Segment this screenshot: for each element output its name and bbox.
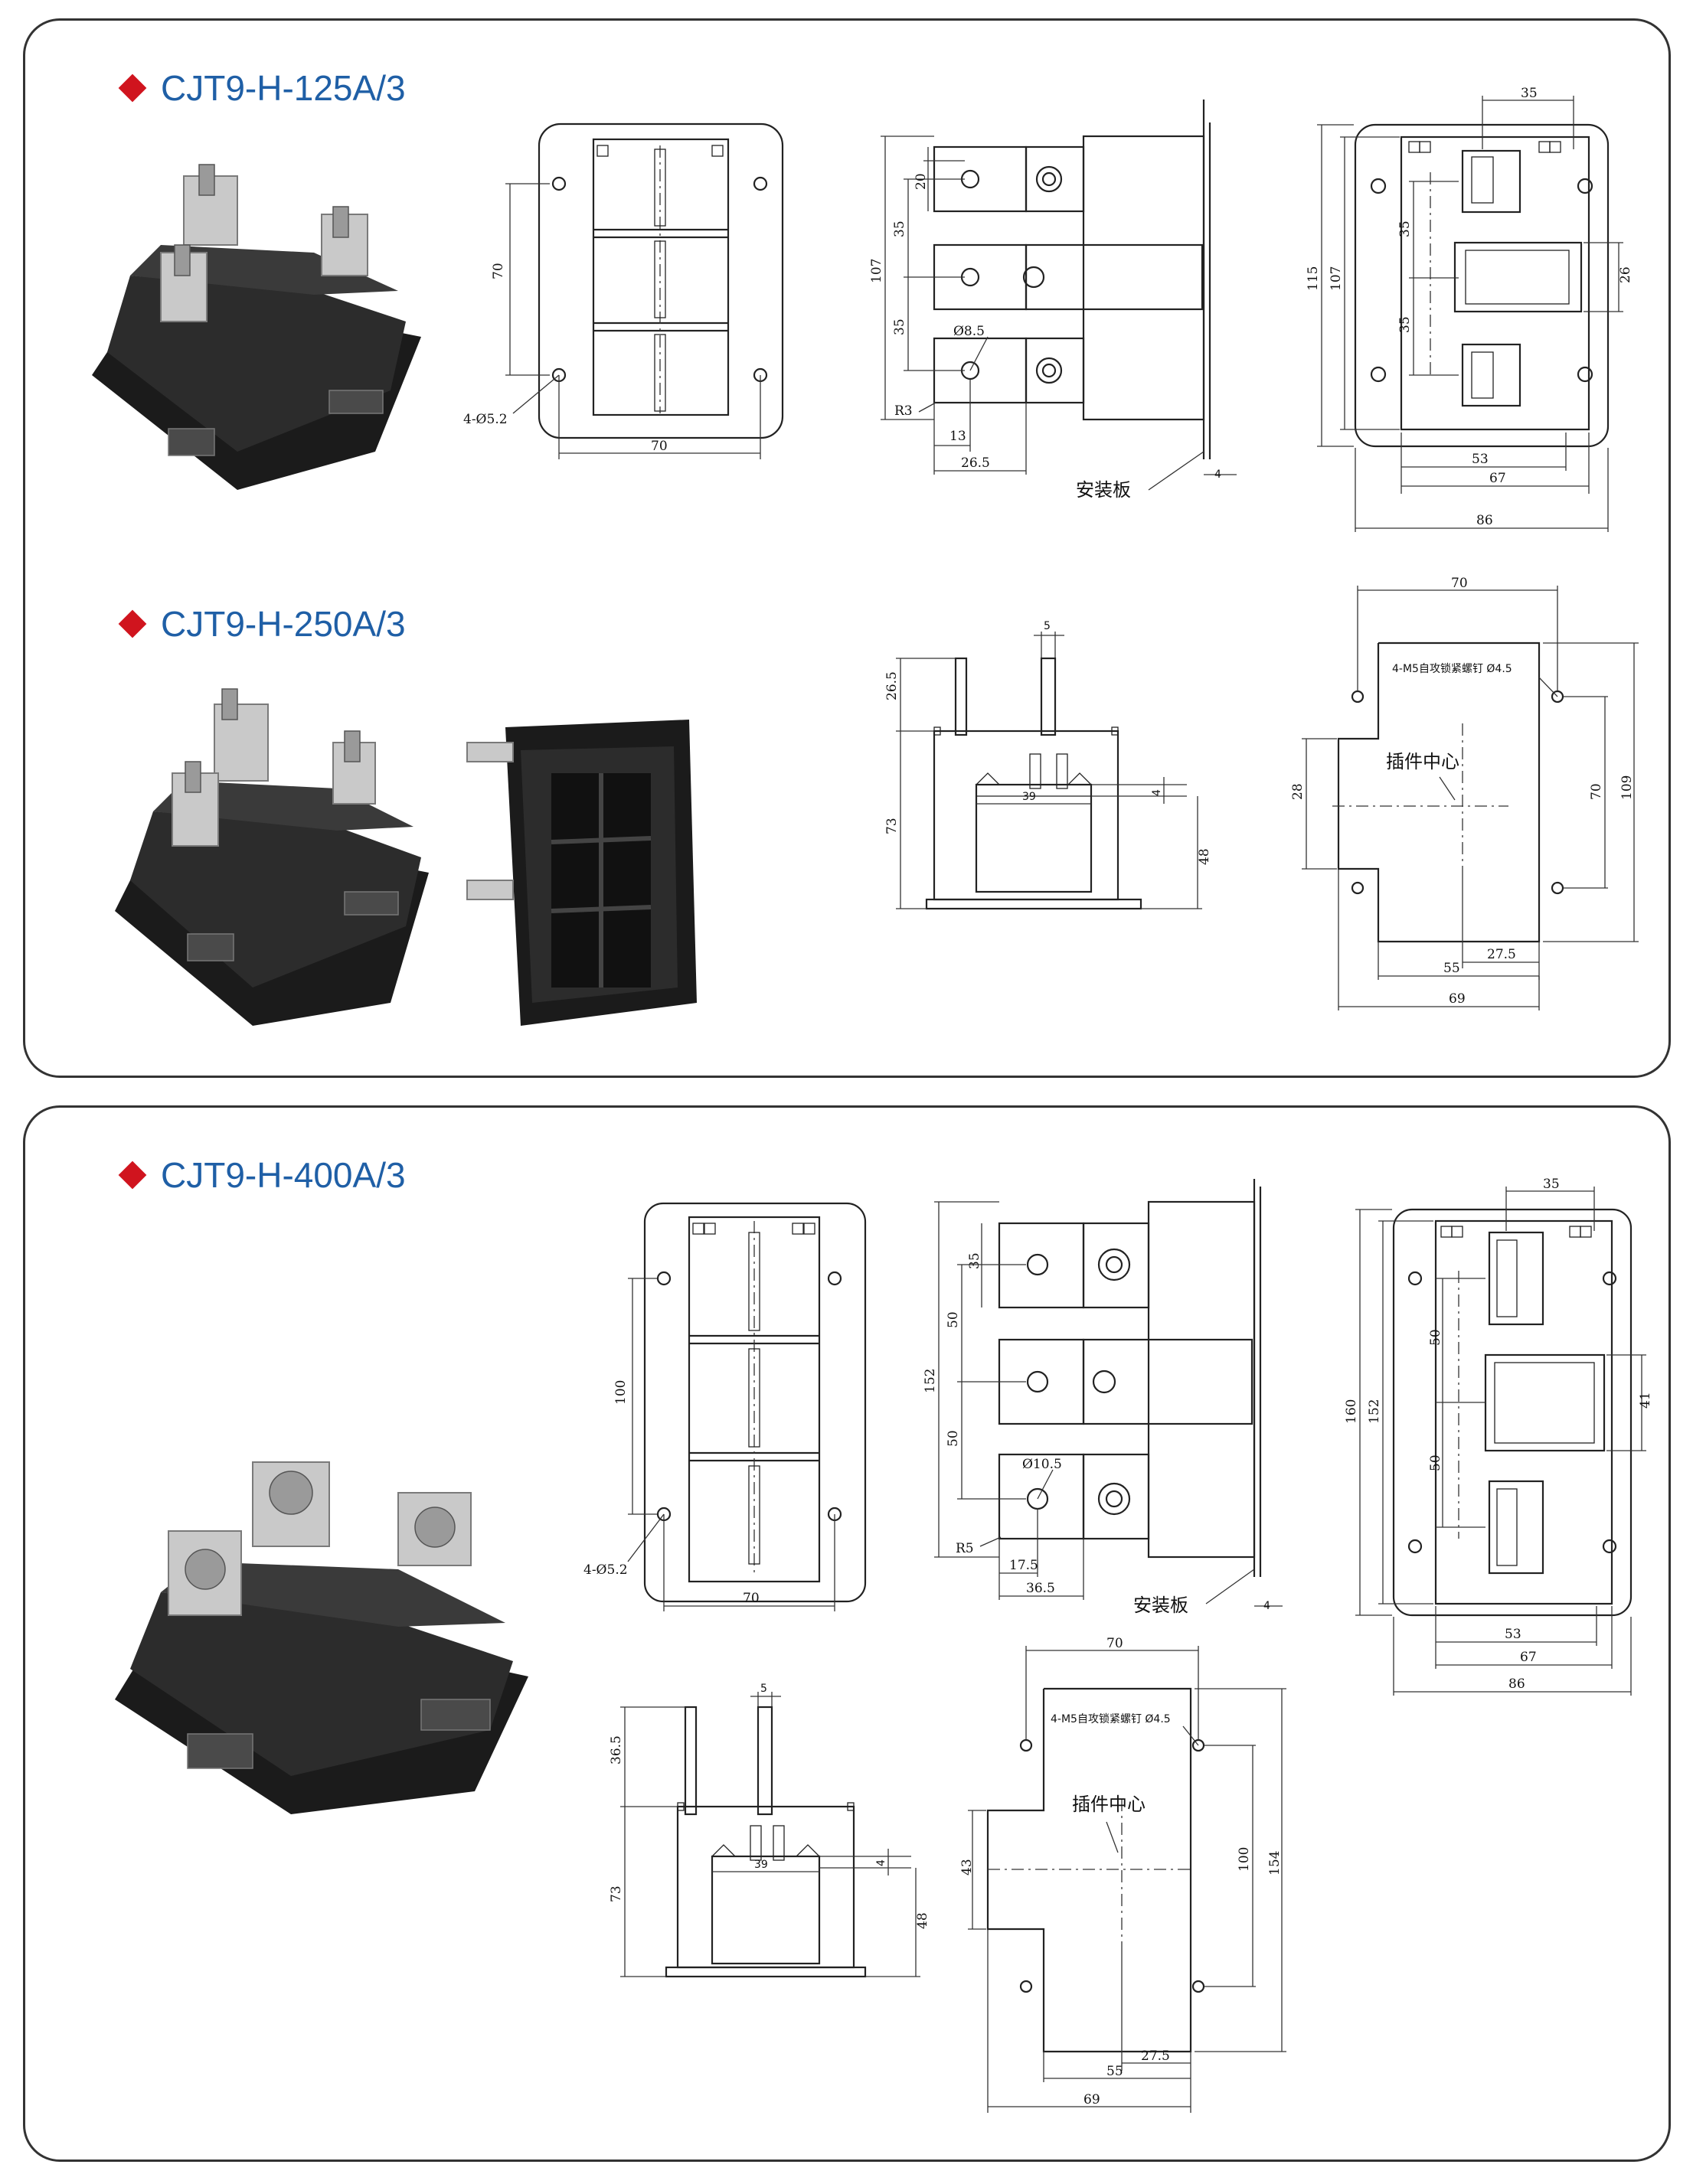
- dim-w2: 69: [1449, 991, 1466, 1007]
- dim-holes: 4-Ø5.2: [583, 1562, 628, 1578]
- diamond-icon: [118, 73, 147, 103]
- dim-pitch1: 35: [892, 220, 907, 237]
- dim-pitch: 100: [1237, 1847, 1252, 1872]
- diamond-icon: [118, 1161, 147, 1190]
- dim-slot: 26: [1618, 266, 1633, 283]
- dim-w1: 55: [1106, 2064, 1123, 2079]
- dim-w2: 67: [1520, 1650, 1537, 1665]
- dim-gap: 4: [1151, 789, 1163, 796]
- dim-width: 70: [1106, 1636, 1123, 1651]
- dim-pitch: 70: [1589, 783, 1604, 800]
- dim-total: 152: [923, 1369, 938, 1393]
- screw-callout: 4-M5自攻锁紧螺钉 Ø4.5: [1051, 1713, 1171, 1725]
- dim-pitch1: 35: [1397, 220, 1413, 237]
- center-label: 插件中心: [1072, 1794, 1146, 1815]
- dim-holes: 4-Ø5.2: [463, 412, 508, 427]
- dim-hole: Ø10.5: [1022, 1457, 1062, 1472]
- dim-pitch2: 35: [1397, 316, 1413, 333]
- product-title-250: CJT9-H-250A/3: [118, 603, 406, 645]
- drawing-250-cutout: 70 4-M5自攻锁紧螺钉 Ø4.5 插件中心 28 70 109 27.5 5…: [1290, 576, 1639, 1010]
- dim-w1: 53: [1505, 1627, 1521, 1642]
- product-title-text: CJT9-H-250A/3: [161, 604, 406, 644]
- dim-gap: 4: [875, 1859, 887, 1866]
- dim-offset2: 36.5: [1026, 1581, 1055, 1596]
- dim-pitch2: 35: [892, 318, 907, 335]
- drawing-125-front-view: 70 70 4-Ø5.2: [463, 122, 784, 459]
- diamond-icon: [118, 609, 147, 638]
- dim-radius: R3: [894, 403, 913, 419]
- dim-inner: 39: [1022, 791, 1036, 803]
- dim-top: 20: [914, 173, 929, 190]
- plate-label: 安装板: [1076, 479, 1131, 501]
- cutout-outline: [1337, 641, 1541, 943]
- dim-width: 5: [1044, 620, 1051, 632]
- product-title-text: CJT9-H-125A/3: [161, 68, 406, 108]
- screw-callout: 4-M5自攻锁紧螺钉 Ø4.5: [1392, 663, 1512, 675]
- dim-top: 35: [1521, 86, 1538, 101]
- product-title-125: CJT9-H-125A/3: [118, 67, 406, 109]
- dim-w2: 69: [1083, 2092, 1100, 2107]
- dim-offset: 27.5: [1141, 2049, 1170, 2064]
- drawing-125-side-view: 107 35 35 20 13 26.5 Ø8.5 R3 安装板 4: [869, 100, 1237, 501]
- dim-width: 70: [651, 439, 668, 454]
- drawing-125-rear-view: 35 115 107 35 26 35 53 67 86: [1306, 86, 1633, 532]
- drawing-400-socket-side: 5 36.5 73 39 4 48: [609, 1683, 930, 1978]
- dim-height: 70: [491, 263, 506, 279]
- dim-width: 5: [760, 1683, 767, 1695]
- dim-top: 26.5: [884, 671, 900, 700]
- dim-body: 73: [609, 1885, 624, 1902]
- dim-height: 109: [1619, 775, 1635, 800]
- dim-offset1: 13: [949, 429, 966, 444]
- dim-height: 154: [1267, 1851, 1283, 1875]
- dim-radius: R5: [956, 1541, 974, 1556]
- dim-inner: 152: [1367, 1399, 1382, 1424]
- dim-top: 35: [967, 1252, 982, 1269]
- socket-photo-250: [466, 720, 697, 1026]
- dim-body: 73: [884, 818, 900, 834]
- dim-offset2: 26.5: [961, 455, 990, 471]
- dim-top: 35: [1543, 1177, 1560, 1192]
- dim-w1: 53: [1472, 452, 1489, 467]
- product-photo-125: [92, 164, 421, 490]
- dim-inner: 39: [754, 1859, 768, 1871]
- dim-offset1: 17.5: [1009, 1558, 1038, 1573]
- dim-pitch1: 50: [1428, 1329, 1443, 1346]
- dim-pitch2: 50: [946, 1430, 961, 1447]
- center-label: 插件中心: [1386, 751, 1459, 772]
- plate-thickness: 4: [1263, 1600, 1270, 1612]
- product-title-text: CJT9-H-400A/3: [161, 1155, 406, 1195]
- dim-total: 107: [869, 259, 884, 283]
- dim-base: 48: [1197, 848, 1212, 865]
- dim-slot: 41: [1638, 1392, 1653, 1409]
- dim-w1: 55: [1443, 961, 1460, 976]
- drawing-400-front-view: 100 70 4-Ø5.2: [583, 1202, 867, 1611]
- mounting-plate-outline: [538, 122, 784, 439]
- dim-outer: 160: [1344, 1399, 1359, 1424]
- dim-base: 48: [915, 1912, 930, 1929]
- dim-height: 100: [613, 1380, 629, 1405]
- plate-thickness: 4: [1214, 468, 1221, 481]
- dim-width: 70: [1451, 576, 1468, 591]
- product-photo-250: [115, 688, 429, 1026]
- dim-offset: 27.5: [1487, 947, 1516, 962]
- dim-w2: 67: [1489, 471, 1506, 486]
- dim-w3: 86: [1476, 513, 1493, 528]
- dim-left: 28: [1290, 783, 1306, 800]
- plate-label: 安装板: [1133, 1595, 1188, 1616]
- drawing-400-cutout: 70 4-M5自攻锁紧螺钉 Ø4.5 插件中心 43 100 154 27.5 …: [959, 1636, 1286, 2113]
- dim-w3: 86: [1508, 1676, 1525, 1692]
- dim-inner: 107: [1329, 266, 1344, 291]
- product-title-400: CJT9-H-400A/3: [118, 1154, 406, 1196]
- drawing-250-socket-side: 5 26.5 73 39 4 48: [884, 620, 1212, 910]
- dim-top: 36.5: [609, 1735, 624, 1765]
- product-photo-400: [115, 1461, 528, 1814]
- dim-outer: 115: [1306, 266, 1321, 291]
- dim-pitch1: 50: [946, 1311, 961, 1328]
- dim-hole: Ø8.5: [953, 324, 985, 339]
- dim-width: 70: [743, 1591, 760, 1606]
- drawing-400-rear-view: 35 160 152 50 50 41 53 67 86: [1344, 1177, 1653, 1696]
- drawing-400-side-view: 152 50 50 35 17.5 36.5 Ø10.5 R5 安装板 4: [923, 1179, 1283, 1616]
- dim-pitch2: 50: [1428, 1454, 1443, 1471]
- dim-left: 43: [959, 1859, 975, 1875]
